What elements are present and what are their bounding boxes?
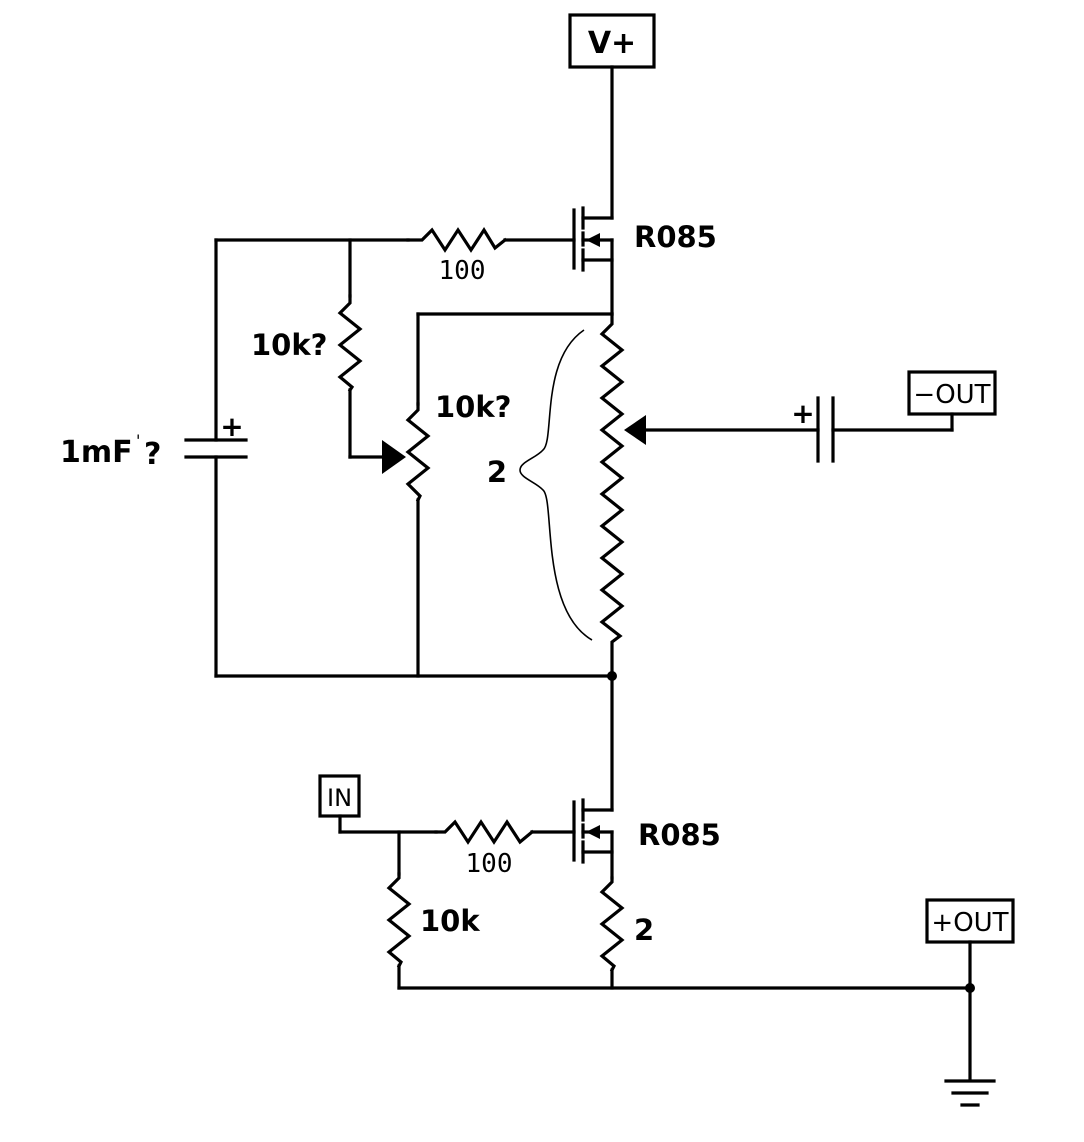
- minus-out-label: −OUT: [913, 380, 990, 410]
- upper-gate-resistor-label: 100: [439, 256, 486, 286]
- in-terminal: IN: [318, 774, 361, 818]
- in-label: IN: [327, 784, 352, 812]
- vplus-terminal: V+: [568, 13, 656, 69]
- source-resistor: [599, 876, 625, 973]
- bias-resistor-label: 10k?: [251, 328, 327, 362]
- string-count-label: 2: [487, 455, 507, 489]
- potentiometer: [405, 402, 431, 503]
- lower-mosfet: [572, 798, 614, 880]
- ground-icon: [944, 1079, 996, 1107]
- lower-mosfet-arrow-icon: [586, 825, 600, 839]
- lower-mosfet-label: R085: [638, 818, 721, 852]
- cap-label-tick: ': [136, 431, 140, 450]
- cap-label-question: ?: [144, 437, 161, 472]
- upper-mosfet-arrow-icon: [586, 233, 600, 247]
- upper-mosfet: [572, 206, 614, 316]
- output-cap-plus-sign: +: [791, 397, 814, 430]
- upper-mosfet-label: R085: [634, 220, 717, 254]
- plus-out-terminal: +OUT: [925, 898, 1015, 944]
- pulldown-resistor: [386, 872, 412, 969]
- upper-gate-resistor: [406, 226, 508, 253]
- string-brace: [519, 329, 593, 641]
- pot-label: 10k?: [435, 390, 511, 424]
- cap-plus-sign: +: [220, 410, 243, 443]
- plus-out-label: +OUT: [931, 908, 1008, 938]
- string-wiper-arrow-icon: [624, 415, 646, 445]
- pot-wiper-arrow-icon: [382, 440, 406, 474]
- source-resistor-label: 2: [634, 913, 654, 947]
- output-capacitor: [816, 396, 835, 463]
- cap-label: 1mF: [60, 435, 133, 470]
- lower-gate-resistor: [434, 819, 535, 845]
- pulldown-label: 10k: [420, 904, 480, 938]
- resistor-string: [599, 312, 625, 678]
- vplus-label: V+: [588, 26, 636, 61]
- minus-out-terminal: −OUT: [907, 370, 997, 416]
- capacitor-1mf: [184, 438, 248, 459]
- bias-resistor: [337, 294, 363, 393]
- lower-gate-resistor-label: 100: [466, 849, 513, 879]
